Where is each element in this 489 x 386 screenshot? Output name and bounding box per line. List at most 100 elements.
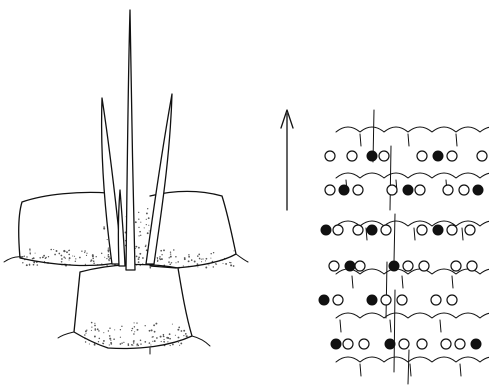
stipple-dot: [183, 265, 184, 266]
open-pore-marker: [417, 225, 427, 235]
filled-pore-marker: [367, 225, 377, 235]
stipple-dot: [114, 329, 115, 330]
stipple-dot: [213, 252, 214, 253]
stipple-dot: [180, 342, 182, 344]
stipple-dot: [107, 249, 109, 251]
stipple-dot: [138, 212, 139, 213]
spine-right[interactable]: [146, 94, 172, 264]
stipple-dot: [136, 345, 137, 346]
plate-row-boundary: [336, 313, 489, 318]
stipple-dot: [133, 342, 135, 344]
stipple-dot: [160, 250, 162, 252]
stipple-dot: [144, 341, 146, 343]
stipple-dot: [53, 249, 54, 250]
stipple-dot: [123, 342, 124, 343]
stipple-dot: [167, 341, 168, 342]
right-panel: [319, 110, 489, 384]
open-pore-marker: [447, 151, 457, 161]
plate-row-boundary: [336, 357, 489, 362]
stipple-dot: [94, 325, 96, 327]
stipple-dot: [148, 217, 150, 219]
stipple-dot: [140, 235, 141, 236]
stipple-dot: [175, 335, 176, 336]
stipple-dot: [99, 338, 101, 340]
open-pore-marker: [397, 295, 407, 305]
stipple-dot: [178, 337, 180, 339]
stipple-dot: [104, 257, 105, 258]
stipple-dot: [98, 341, 99, 342]
spine-long-central[interactable]: [126, 10, 135, 270]
open-pore-marker: [347, 151, 357, 161]
plate-partition: [456, 134, 457, 146]
stipple-dot: [81, 251, 82, 252]
stipple-dot: [109, 344, 110, 345]
stipple-dot: [185, 333, 187, 335]
stipple-dot: [194, 261, 196, 263]
filled-pore-marker: [321, 225, 331, 235]
stipple-dot: [205, 260, 206, 261]
open-pore-marker: [325, 151, 335, 161]
stipple-dot: [138, 235, 139, 236]
open-pore-marker: [333, 295, 343, 305]
stipple-dot: [151, 329, 153, 331]
stipple-dot: [183, 330, 185, 332]
stipple-dot: [233, 250, 234, 251]
stipple-dot: [152, 336, 154, 338]
stipple-dot: [35, 253, 36, 254]
filled-pore-marker: [339, 185, 349, 195]
stipple-dot: [172, 344, 174, 346]
stipple-dot: [136, 256, 138, 258]
stipple-dot: [108, 254, 109, 255]
pore-markers: [319, 151, 487, 349]
open-pore-marker: [419, 261, 429, 271]
open-pore-marker: [455, 339, 465, 349]
stipple-dot: [148, 225, 149, 226]
stipple-dot: [92, 258, 94, 260]
stipple-dot: [198, 254, 200, 256]
stipple-dot: [48, 256, 49, 257]
stipple-dot: [75, 261, 76, 262]
stipple-dot: [61, 258, 63, 260]
stipple-dot: [173, 249, 174, 250]
stipple-dot: [91, 330, 92, 331]
stipple-dot: [133, 340, 135, 342]
filled-pore-marker: [345, 261, 355, 271]
stipple-dot: [178, 342, 179, 343]
spine-small-left[interactable]: [118, 190, 125, 266]
plate-partition: [352, 276, 353, 288]
open-pore-marker: [447, 295, 457, 305]
stipple-dot: [166, 337, 168, 339]
open-pore-marker: [359, 339, 369, 349]
stipple-dot: [177, 329, 179, 331]
stipple-dot: [161, 258, 163, 260]
stipple-dot: [199, 258, 201, 260]
stipple-dot: [149, 267, 151, 269]
stipple-dot: [22, 262, 23, 263]
stipple-dot: [149, 330, 151, 332]
stipple-dot: [50, 249, 52, 251]
open-pore-marker: [343, 339, 353, 349]
stipple-dot: [69, 259, 70, 260]
stipple-dot: [191, 259, 193, 261]
lower-plate-edge-left: [58, 332, 74, 338]
stipple-dot: [188, 256, 190, 258]
stipple-dot: [120, 337, 121, 338]
open-pore-marker: [355, 261, 365, 271]
plate-partition: [460, 364, 461, 376]
stipple-dot: [163, 335, 165, 337]
stipple-dot: [140, 343, 141, 344]
stipple-dot: [210, 258, 211, 259]
stipple-dot: [103, 340, 105, 342]
filled-pore-marker: [319, 295, 329, 305]
stipple-dot: [89, 343, 90, 344]
stipple-dot: [149, 342, 151, 344]
stipple-dot: [147, 208, 148, 209]
stipple-dot: [72, 255, 73, 256]
stipple-dot: [134, 331, 135, 332]
stipple-dot: [188, 260, 190, 262]
stipple-dot: [230, 262, 231, 263]
stipple-dot: [140, 340, 142, 342]
stipple-dot: [108, 247, 109, 248]
stipple-dot: [61, 261, 63, 263]
